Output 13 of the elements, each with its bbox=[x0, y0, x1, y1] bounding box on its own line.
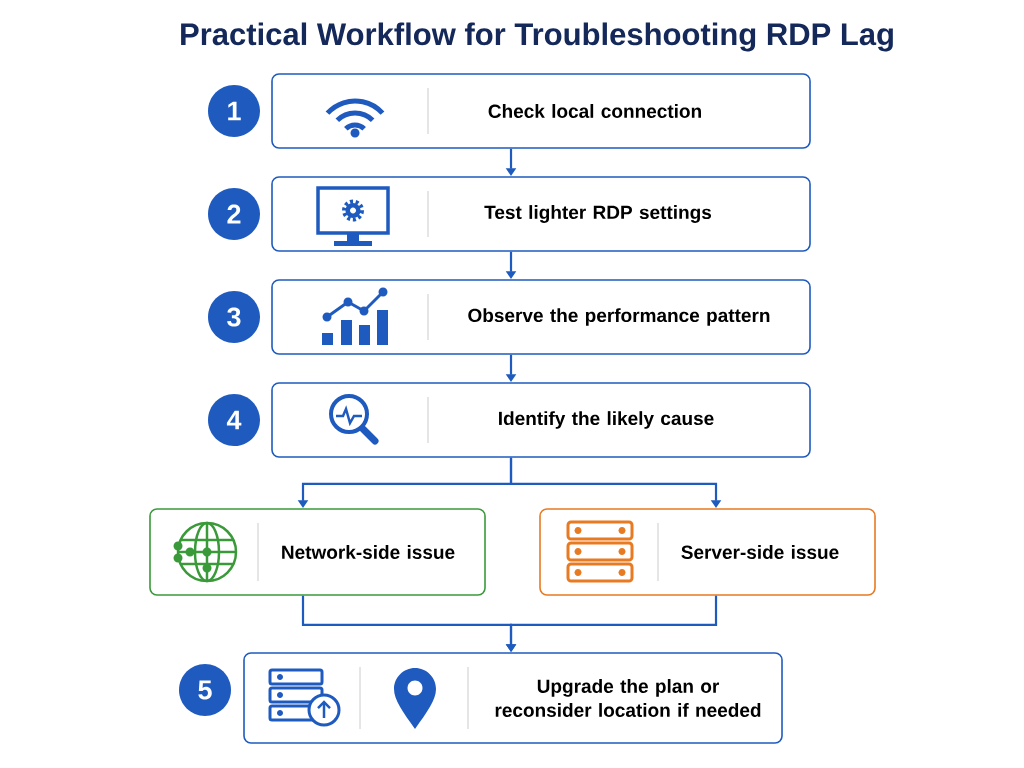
step-number: 4 bbox=[208, 394, 260, 446]
step-box: Test lighter RDP settings bbox=[271, 176, 811, 252]
step-box: Upgrade the plan or reconsider location if needed bbox=[243, 652, 783, 744]
step-number: 3 bbox=[208, 291, 260, 343]
title: Practical Workflow for Troubleshooting RDP Lag bbox=[181, 22, 893, 52]
step-number: 5 bbox=[179, 664, 231, 716]
step-number: 2 bbox=[208, 188, 260, 240]
step-number: 1 bbox=[208, 85, 260, 137]
step-box: Server-side issue bbox=[539, 508, 876, 596]
step-box: Check local connection bbox=[271, 73, 811, 149]
step-box: Observe the performance pattern bbox=[271, 279, 811, 355]
step-box: Identify the likely cause bbox=[271, 382, 811, 458]
step-box: Network-side issue bbox=[149, 508, 486, 596]
